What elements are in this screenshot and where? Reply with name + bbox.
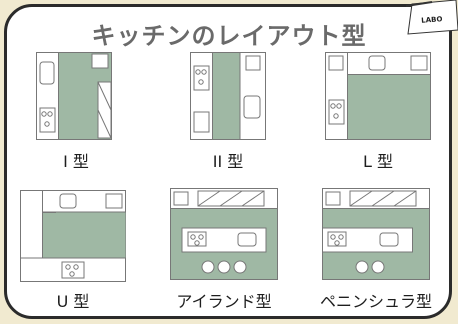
sink-icon <box>379 232 399 247</box>
stove-icon <box>328 99 345 125</box>
cupboard-icon <box>97 81 112 139</box>
page-title: キッチンのレイアウト型 <box>91 22 367 50</box>
label-i-type: I 型 <box>63 152 89 171</box>
stove-icon <box>39 107 56 133</box>
fridge-icon <box>173 191 189 206</box>
label-l-type: L 型 <box>362 152 393 171</box>
stool-icon <box>201 260 215 274</box>
plan-island-type <box>170 188 278 280</box>
sink-icon <box>237 232 257 247</box>
label-u-type: U 型 <box>56 292 90 311</box>
stool-icon <box>371 260 385 274</box>
sink-icon <box>243 95 261 119</box>
label-island-type: アイランド型 <box>176 292 272 311</box>
svg-text:LABO: LABO <box>421 15 443 24</box>
stove-icon <box>327 231 347 247</box>
sink-icon <box>59 193 77 209</box>
plan-l-type <box>325 52 431 140</box>
label-ii-type: II 型 <box>212 152 244 171</box>
label-peninsula-type: ペニンシュラ型 <box>319 292 432 311</box>
stool-icon <box>355 260 369 274</box>
plan-peninsula-type <box>322 188 430 280</box>
sink-icon <box>39 61 55 85</box>
fridge-icon <box>105 193 123 209</box>
stove-icon <box>193 65 210 91</box>
fridge-icon <box>325 191 341 206</box>
plan-i-type <box>36 52 112 140</box>
stool-icon <box>217 260 231 274</box>
plan-ii-type <box>190 52 266 140</box>
logo-badge: LABO <box>405 0 458 35</box>
stove-icon <box>187 231 207 247</box>
fridge-icon <box>328 55 344 71</box>
sink-icon <box>368 55 386 71</box>
plan-u-type <box>20 190 126 282</box>
fridge-icon <box>91 53 109 69</box>
fridge-icon <box>245 55 261 71</box>
stool-icon <box>233 260 247 274</box>
